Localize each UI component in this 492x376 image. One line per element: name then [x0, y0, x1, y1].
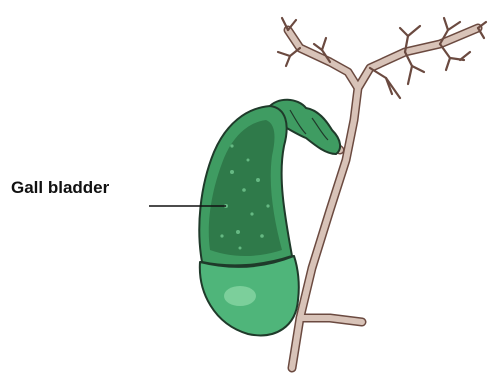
bile-duct-tree: [278, 18, 486, 368]
gallbladder-organ: [199, 100, 340, 336]
gallbladder-label: Gall bladder: [11, 178, 109, 198]
